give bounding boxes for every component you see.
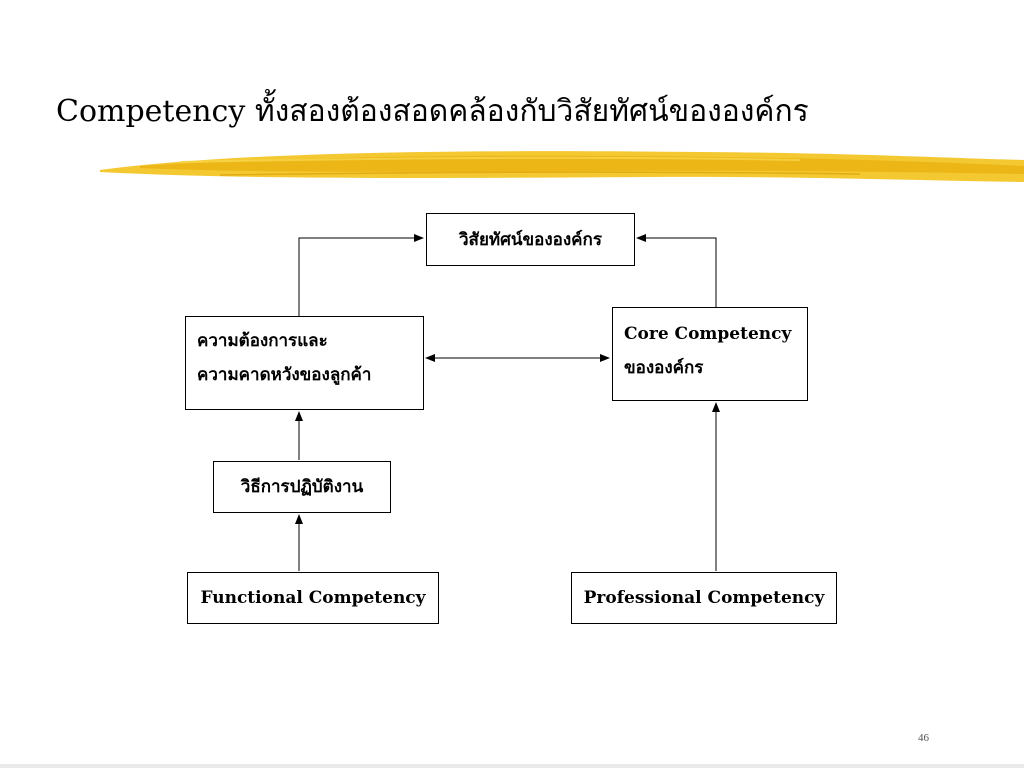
title-underline-brush bbox=[100, 151, 1024, 182]
customer-needs-line2: ความคาดหวังของลูกค้า bbox=[197, 365, 372, 385]
page-number: 46 bbox=[918, 732, 929, 744]
functional-competency-label: Functional Competency bbox=[200, 588, 426, 608]
vision-label: วิสัยทัศน์ขององค์กร bbox=[459, 229, 602, 250]
customer-needs-box: ความต้องการและ ความคาดหวังของลูกค้า bbox=[185, 316, 424, 410]
functional-competency-box: Functional Competency bbox=[187, 572, 439, 624]
professional-competency-box: Professional Competency bbox=[571, 572, 837, 624]
bottom-rule bbox=[0, 764, 1024, 768]
arrow-needs-to-vision bbox=[298, 234, 424, 316]
work-method-label: วิธีการปฏิบัติงาน bbox=[240, 477, 364, 497]
core-competency-line2: ขององค์กร bbox=[624, 358, 704, 378]
professional-competency-label: Professional Competency bbox=[583, 588, 825, 608]
arrow-core-to-vision bbox=[636, 234, 717, 307]
customer-needs-line1: ความต้องการและ bbox=[197, 331, 328, 351]
work-method-box: วิธีการปฏิบัติงาน bbox=[213, 461, 391, 513]
core-competency-line1: Core Competency bbox=[624, 324, 792, 344]
core-competency-box: Core Competency ขององค์กร bbox=[612, 307, 808, 401]
slide-title: Competency ทั้งสองต้องสอดคล้องกับวิสัยทั… bbox=[56, 94, 809, 129]
vision-box: วิสัยทัศน์ขององค์กร bbox=[426, 213, 635, 266]
